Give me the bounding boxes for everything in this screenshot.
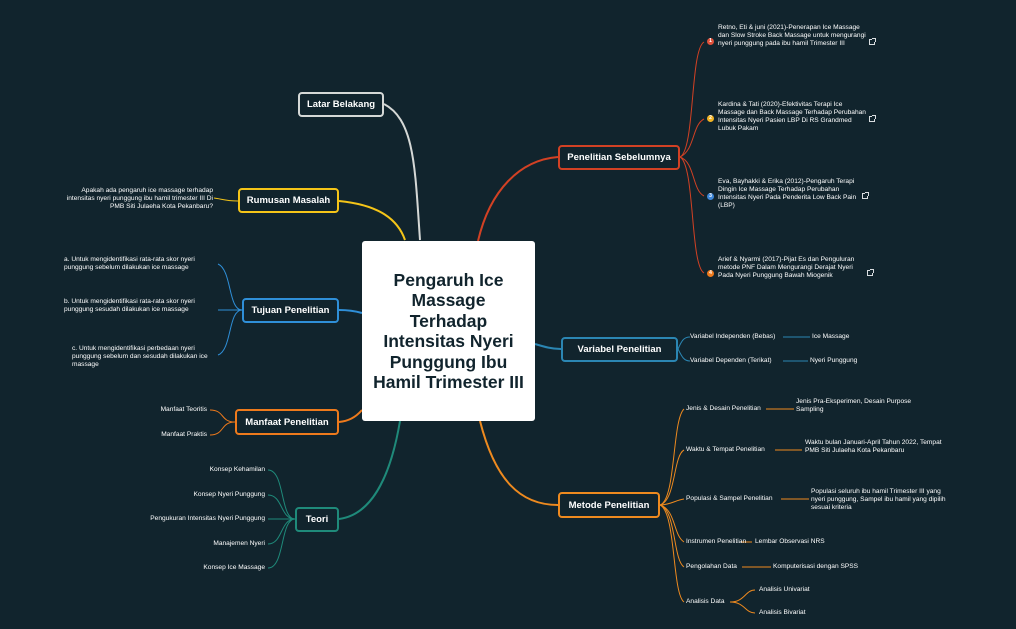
- topic-latar-belakang[interactable]: Latar Belakang: [298, 92, 384, 117]
- metode-jenis-value[interactable]: Jenis Pra-Eksperimen, Desain Purpose Sam…: [796, 398, 912, 413]
- metode-instrumen-label[interactable]: Instrumen Penelitian: [686, 538, 747, 545]
- metode-jenis-label[interactable]: Jenis & Desain Penelitian: [686, 405, 761, 412]
- topic-teori-label: Teori: [305, 514, 329, 525]
- metode-populasi-value[interactable]: Populasi seluruh ibu hamil Trimester III…: [811, 488, 946, 511]
- tujuan-item-a[interactable]: a. Untuk mengidentifikasi rata-rata skor…: [64, 256, 195, 271]
- priority-4-icon: 4: [707, 270, 714, 277]
- metode-pengolahan-value[interactable]: Komputerisasi dengan SPSS: [773, 563, 859, 570]
- central-topic[interactable]: Pengaruh Ice Massage Terhadap Intensitas…: [362, 241, 535, 421]
- topic-tujuan-penelitian-label: Tujuan Penelitian: [251, 305, 330, 316]
- priority-2-icon: 2: [707, 115, 714, 122]
- variabel-independen-value[interactable]: Ice Massage: [812, 333, 850, 340]
- metode-analisis-univariat[interactable]: Analisis Univariat: [759, 586, 810, 593]
- topic-manfaat-penelitian-label: Manfaat Penelitian: [245, 416, 329, 428]
- topic-teori[interactable]: Teori: [295, 507, 339, 532]
- penelitian-item-4[interactable]: Arief & Nyarmi (2017)-Pijat Es dan Pengu…: [718, 256, 855, 279]
- teori-item-pengukuran[interactable]: Pengukuran Intensitas Nyeri Punggung: [150, 515, 265, 522]
- priority-1-icon: 1: [707, 38, 714, 45]
- metode-pengolahan-label[interactable]: Pengolahan Data: [686, 563, 737, 570]
- teori-item-ice-massage[interactable]: Konsep Ice Massage: [203, 564, 265, 571]
- metode-analisis-bivariat[interactable]: Analisis Bivariat: [759, 609, 806, 616]
- teori-item-kehamilan[interactable]: Konsep Kehamilan: [209, 466, 265, 473]
- topic-variabel-penelitian-label: Variabel Penelitian: [577, 344, 662, 355]
- priority-3-icon: 3: [707, 193, 714, 200]
- manfaat-item-praktis[interactable]: Manfaat Praktis: [161, 431, 207, 438]
- external-link-icon[interactable]: [869, 115, 876, 122]
- external-link-icon[interactable]: [869, 38, 876, 45]
- external-link-icon[interactable]: [862, 192, 869, 199]
- topic-variabel-penelitian[interactable]: Variabel Penelitian: [561, 337, 678, 362]
- penelitian-item-1[interactable]: Retno, Eti & juni (2021)-Penerapan Ice M…: [718, 24, 866, 47]
- metode-analisis-label[interactable]: Analisis Data: [686, 598, 725, 605]
- tujuan-item-b[interactable]: b. Untuk mengidentifikasi rata-rata skor…: [64, 298, 195, 313]
- penelitian-item-2[interactable]: Kardina & Tati (2020)-Efektivitas Terapi…: [718, 101, 866, 132]
- topic-rumusan-masalah-label: Rumusan Masalah: [246, 195, 331, 206]
- metode-populasi-label[interactable]: Populasi & Sampel Penelitian: [686, 495, 773, 502]
- topic-tujuan-penelitian[interactable]: Tujuan Penelitian: [242, 298, 339, 323]
- rumusan-masalah-question[interactable]: Apakah ada pengaruh ice massage terhadap…: [66, 187, 213, 210]
- topic-metode-penelitian-label: Metode Penelitian: [568, 499, 650, 511]
- external-link-icon[interactable]: [867, 269, 874, 276]
- penelitian-item-3[interactable]: Eva, Bayhakki & Erika (2012)-Pengaruh Te…: [718, 178, 857, 209]
- metode-waktu-value[interactable]: Waktu bulan Januari-April Tahun 2022, Te…: [805, 439, 942, 454]
- topic-penelitian-sebelumnya[interactable]: Penelitian Sebelumnya: [558, 145, 680, 170]
- topic-rumusan-masalah[interactable]: Rumusan Masalah: [238, 188, 339, 213]
- metode-waktu-label[interactable]: Waktu & Tempat Penelitian: [686, 446, 765, 453]
- variabel-dependen-value[interactable]: Nyeri Punggung: [810, 357, 858, 364]
- variabel-independen-label[interactable]: Variabel Independen (Bebas): [690, 333, 776, 340]
- teori-item-nyeri-punggung[interactable]: Konsep Nyeri Punggung: [193, 491, 265, 498]
- tujuan-item-c[interactable]: c. Untuk mengidentifikasi perbedaan nyer…: [72, 345, 208, 368]
- metode-instrumen-value[interactable]: Lembar Observasi NRS: [755, 538, 825, 545]
- variabel-dependen-label[interactable]: Variabel Dependen (Terikat): [690, 357, 772, 364]
- topic-manfaat-penelitian[interactable]: Manfaat Penelitian: [235, 409, 339, 435]
- teori-item-manajemen[interactable]: Manajemen Nyeri: [213, 540, 265, 547]
- central-topic-text: Pengaruh Ice Massage Terhadap Intensitas…: [373, 269, 524, 393]
- topic-latar-belakang-label: Latar Belakang: [306, 99, 376, 110]
- topic-penelitian-sebelumnya-label: Penelitian Sebelumnya: [567, 152, 671, 163]
- topic-metode-penelitian[interactable]: Metode Penelitian: [558, 492, 660, 518]
- manfaat-item-teoritis[interactable]: Manfaat Teoritis: [160, 406, 207, 413]
